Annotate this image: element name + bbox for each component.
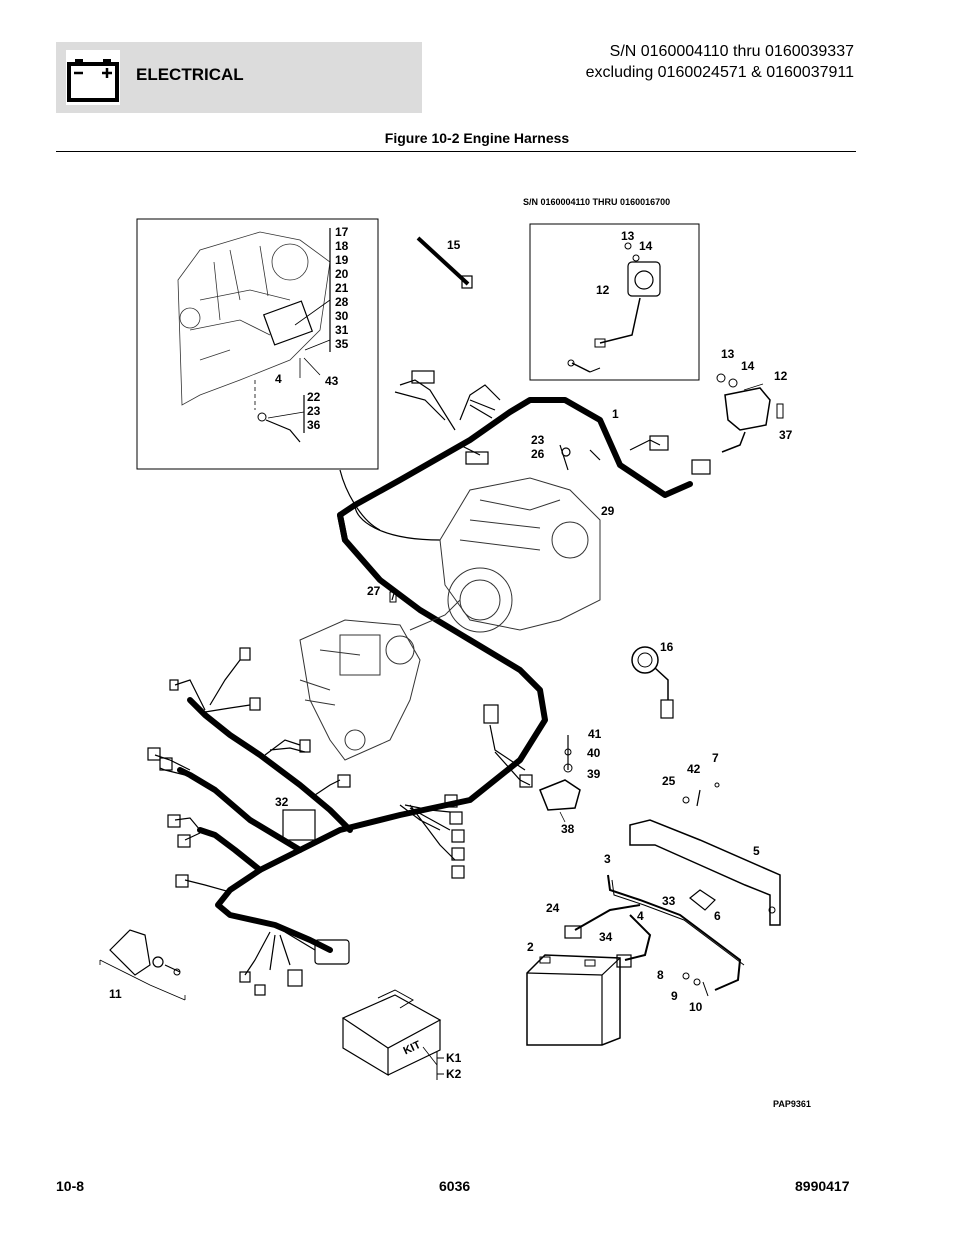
callout-14: 14 <box>639 239 653 253</box>
callout-23: 23 <box>307 404 321 418</box>
callout-3: 3 <box>604 852 611 866</box>
callout-27: 27 <box>367 584 381 598</box>
callout-6: 6 <box>714 909 721 923</box>
callout-32: 32 <box>275 795 289 809</box>
callout-24: 24 <box>546 901 560 915</box>
callout-28: 28 <box>335 295 349 309</box>
section-header: ELECTRICAL <box>56 42 422 113</box>
callout-35: 35 <box>335 337 349 351</box>
callout-10: 10 <box>689 1000 703 1014</box>
callout-22: 22 <box>307 390 321 404</box>
callout-18: 18 <box>335 239 349 253</box>
callout-k1: K1 <box>446 1051 462 1065</box>
callout-13: 13 <box>621 229 635 243</box>
callout-26: 26 <box>531 447 545 461</box>
callout-1: 1 <box>612 407 619 421</box>
callout-42: 42 <box>687 762 701 776</box>
callout-39: 39 <box>587 767 601 781</box>
callout-12: 12 <box>774 369 788 383</box>
callout-4: 4 <box>275 372 282 386</box>
callout-16: 16 <box>660 640 674 654</box>
callout-40: 40 <box>587 746 601 760</box>
serial-range: S/N 0160004110 thru 0160039337 <box>609 43 854 60</box>
callout-8: 8 <box>657 968 664 982</box>
callout-17: 17 <box>335 225 349 239</box>
callout-25: 25 <box>662 774 676 788</box>
callout-33: 33 <box>662 894 676 908</box>
callout-43: 43 <box>325 374 339 388</box>
serial-exclusions: excluding 0160024571 & 0160037911 <box>585 64 854 81</box>
section-title: ELECTRICAL <box>136 65 244 84</box>
callout-34: 34 <box>599 930 613 944</box>
callout-11: 11 <box>109 987 122 1001</box>
callout-14: 14 <box>741 359 755 373</box>
callout-5: 5 <box>753 844 760 858</box>
header-rule <box>56 151 856 152</box>
figure-code: PAP9361 <box>773 1099 811 1109</box>
callout-13: 13 <box>721 347 735 361</box>
callout-36: 36 <box>307 418 321 432</box>
callout-12: 12 <box>596 283 610 297</box>
callout-7: 7 <box>712 751 719 765</box>
callout-37: 37 <box>779 428 793 442</box>
model-number: 6036 <box>439 1178 471 1194</box>
callout-15: 15 <box>447 238 461 252</box>
callout-30: 30 <box>335 309 349 323</box>
callout-19: 19 <box>335 253 349 267</box>
callout-4: 4 <box>637 909 644 923</box>
callout-20: 20 <box>335 267 349 281</box>
callout-41: 41 <box>588 727 602 741</box>
callout-23: 23 <box>531 433 545 447</box>
callout-2: 2 <box>527 940 534 954</box>
figure-title: Figure 10-2 Engine Harness <box>384 130 570 146</box>
callout-9: 9 <box>671 989 678 1003</box>
document-number: 8990417 <box>795 1178 850 1194</box>
kit-label: KIT <box>402 1039 423 1057</box>
callout-38: 38 <box>561 822 575 836</box>
inset-serial-note: S/N 0160004110 THRU 0160016700 <box>523 197 670 207</box>
callout-31: 31 <box>335 323 349 337</box>
page-number: 10-8 <box>56 1178 85 1194</box>
battery-icon <box>66 50 120 105</box>
callout-29: 29 <box>601 504 615 518</box>
callout-21: 21 <box>335 281 349 295</box>
callout-k2: K2 <box>446 1067 462 1081</box>
